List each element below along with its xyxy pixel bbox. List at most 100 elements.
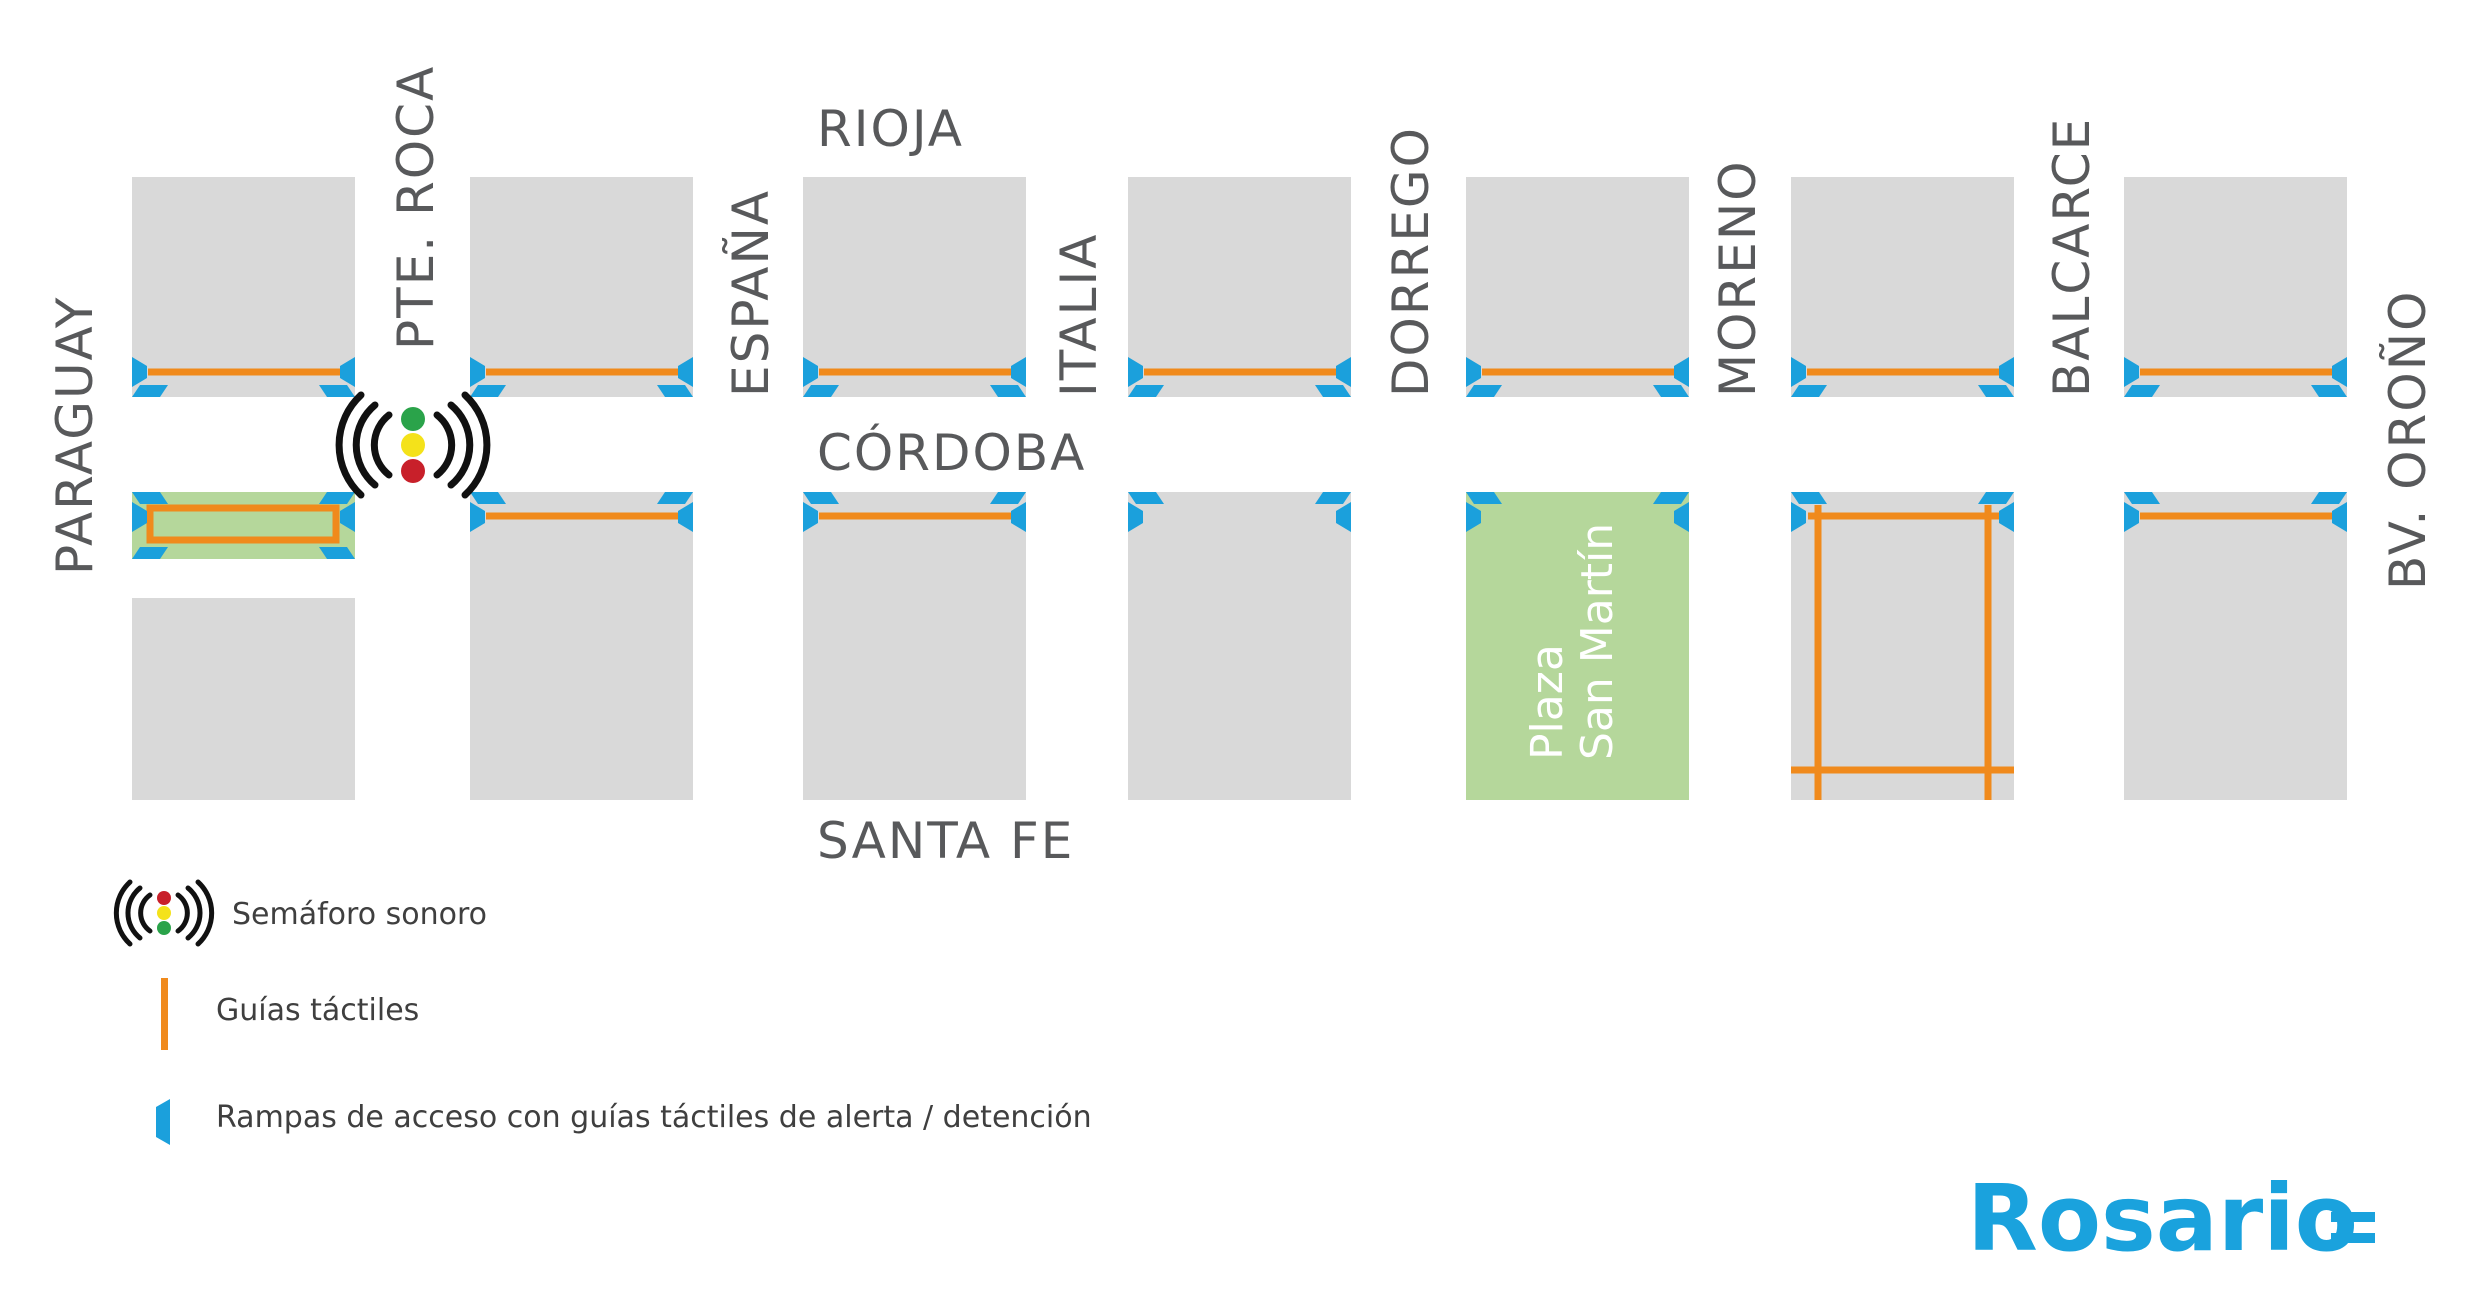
ramp [340,357,355,387]
ramp [1791,357,1806,387]
ramp [1999,357,2014,387]
ramp [2332,357,2347,387]
legend-item-guias: Guías táctiles [161,978,419,1050]
ramp [2124,492,2160,504]
ramp [1674,357,1689,387]
block [1791,492,2014,800]
street-label-paraguay: PARAGUAY [46,296,104,575]
ramp-set [1128,492,1351,532]
ramp [678,357,693,387]
block [132,598,355,800]
block [2124,492,2347,800]
block [470,177,693,397]
ramp [319,385,355,397]
ramp [1128,385,1164,397]
access-ramps [132,357,2347,559]
street-label-pte-roca: PTE. ROCA [387,65,445,350]
rosario-logo-text: Rosario [1967,1165,2358,1272]
ramp [2311,492,2347,504]
ramp [1466,492,1502,504]
ramp [990,492,1026,504]
street-label-italia: ITALIA [1050,233,1108,397]
ramp [990,385,1026,397]
ramp [1653,492,1689,504]
ramp [132,357,147,387]
audible-traffic-light-icon [113,879,215,947]
ramp [1315,385,1351,397]
ramp [803,502,818,532]
street-labels: RIOJA CÓRDOBA SANTA FE PARAGUAY PTE. ROC… [46,65,2437,870]
block [1466,177,1689,397]
ramp [1791,492,1827,504]
ramp [678,502,693,532]
block [470,492,693,800]
street-label-dorrego: DORREGO [1382,126,1440,397]
ramp [470,492,506,504]
plaza-san-martin [1466,492,1689,800]
block-green-corner [132,492,355,559]
block [1791,177,2014,397]
ramp-set [1466,492,1689,532]
ramp-set [803,492,1026,532]
tactile-guide [146,504,340,544]
ramp [1336,502,1351,532]
street-label-moreno: MORENO [1709,159,1767,397]
ramp [1128,357,1143,387]
city-blocks [132,177,2347,800]
plaza-label-line1: Plaza [1522,644,1573,760]
legend-label-guias: Guías táctiles [216,993,419,1028]
block [1128,492,1351,800]
ramp-set [470,357,693,397]
ramp-set [1791,492,2014,532]
legend: Semáforo sonoro Guías táctiles Rampas de… [113,879,1092,1145]
legend-label-rampas: Rampas de acceso con guías táctiles de a… [216,1100,1092,1135]
ramp-set [2124,357,2347,397]
ramp-set [132,357,355,397]
ramp [1011,357,1026,387]
street-label-espana: ESPAÑA [722,189,780,397]
ramp [132,547,168,559]
street-label-balcarce: BALCARCE [2043,117,2101,397]
ramp [1336,357,1351,387]
rosario-logo: Rosario [1967,1165,2375,1272]
ramp-set [470,492,693,532]
ramp [1011,502,1026,532]
ramp [319,492,355,504]
legend-item-rampas: Rampas de acceso con guías táctiles de a… [156,1099,1092,1145]
ramp [1791,502,1806,532]
ramp [132,492,168,504]
tactile-guides [146,368,2332,800]
ramp [470,357,485,387]
ramp [1128,492,1164,504]
street-label-bv-orono: BV. OROÑO [2379,289,2437,590]
ramp [2124,385,2160,397]
ramp [1791,385,1827,397]
ramp [803,385,839,397]
ramp [1999,502,2014,532]
ramp [1466,357,1481,387]
ramp [657,385,693,397]
ramp [1466,502,1481,532]
ramp-set [803,357,1026,397]
ramp [803,357,818,387]
ramp-set [1466,357,1689,397]
ramp [340,502,355,532]
ramp [132,385,168,397]
ramp-set [132,492,355,559]
ramp [1653,385,1689,397]
block [1128,177,1351,397]
ramp-set [2124,492,2347,532]
logo-equals-bar-bottom [2331,1233,2375,1243]
ramp [2332,502,2347,532]
ramp [1466,385,1502,397]
plaza-label: Plaza San Martín [1522,523,1623,760]
ramp-set [1128,357,1351,397]
plaza-label-line2: San Martín [1572,523,1623,760]
block [803,492,1026,800]
block [132,177,355,397]
ramp-set [1791,357,2014,397]
ramp [1978,385,2014,397]
ramp [2124,357,2139,387]
ramp [470,502,485,532]
